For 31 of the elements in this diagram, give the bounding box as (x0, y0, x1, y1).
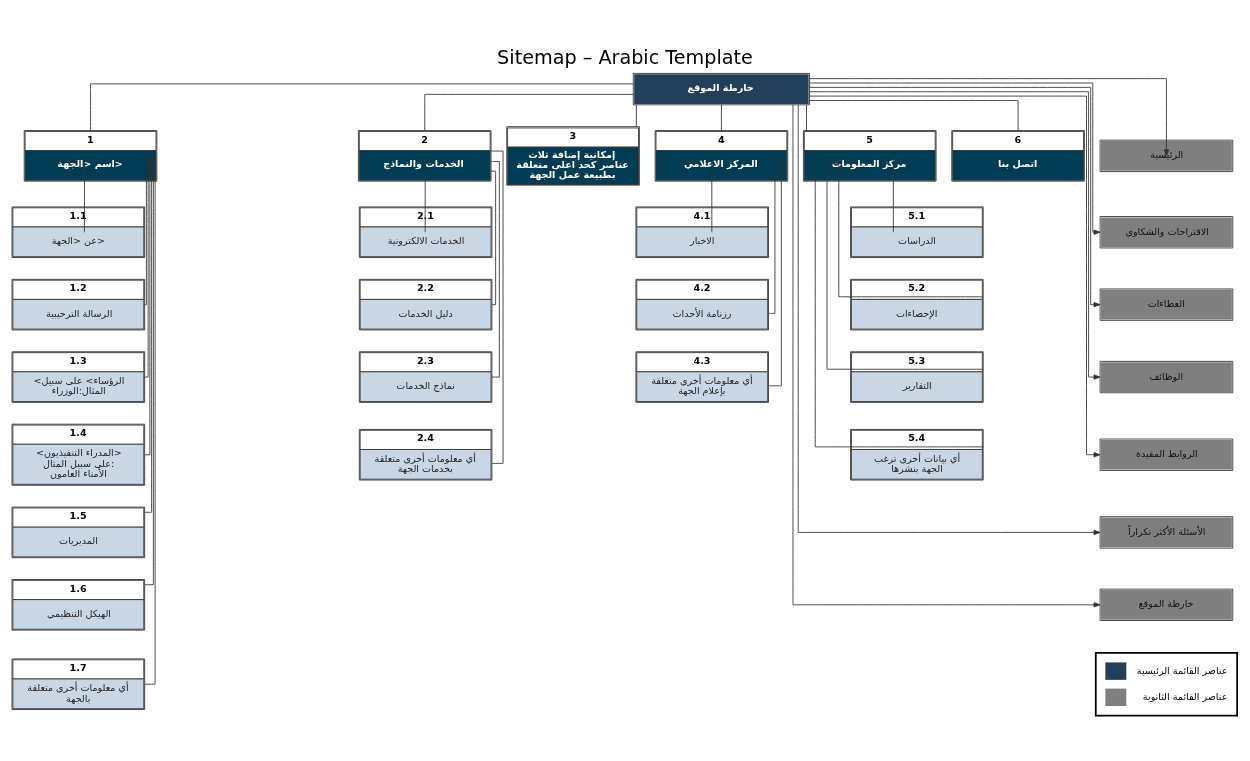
connector (424, 154, 426, 233)
arrow (809, 77, 1169, 156)
connector (144, 154, 156, 685)
connector (768, 154, 776, 314)
connector (490, 160, 500, 377)
legend-label: عناصر القائمة الثانوية (1142, 690, 1228, 702)
connector (490, 170, 497, 305)
arrow (792, 103, 1101, 607)
connector (424, 93, 634, 131)
arrow (809, 86, 1101, 307)
connector (721, 104, 722, 131)
legend-label: عناصر القائمة الرئيسية (1136, 664, 1228, 676)
connector (892, 154, 894, 233)
arrow (809, 82, 1101, 235)
connector (768, 154, 782, 386)
arrow (809, 95, 1101, 457)
diagram-title: Sitemap – Arabic Template (497, 45, 753, 69)
arrow (797, 103, 1101, 535)
connector (711, 154, 713, 233)
connector (144, 154, 154, 585)
connector (90, 82, 634, 131)
connector (635, 104, 637, 127)
connector (144, 154, 147, 305)
connector (144, 154, 153, 513)
connector (144, 154, 149, 377)
connector (144, 154, 151, 455)
connector (84, 154, 85, 233)
connector (809, 99, 1019, 131)
connector (806, 104, 807, 131)
connector (490, 150, 504, 464)
arrow (809, 90, 1101, 380)
